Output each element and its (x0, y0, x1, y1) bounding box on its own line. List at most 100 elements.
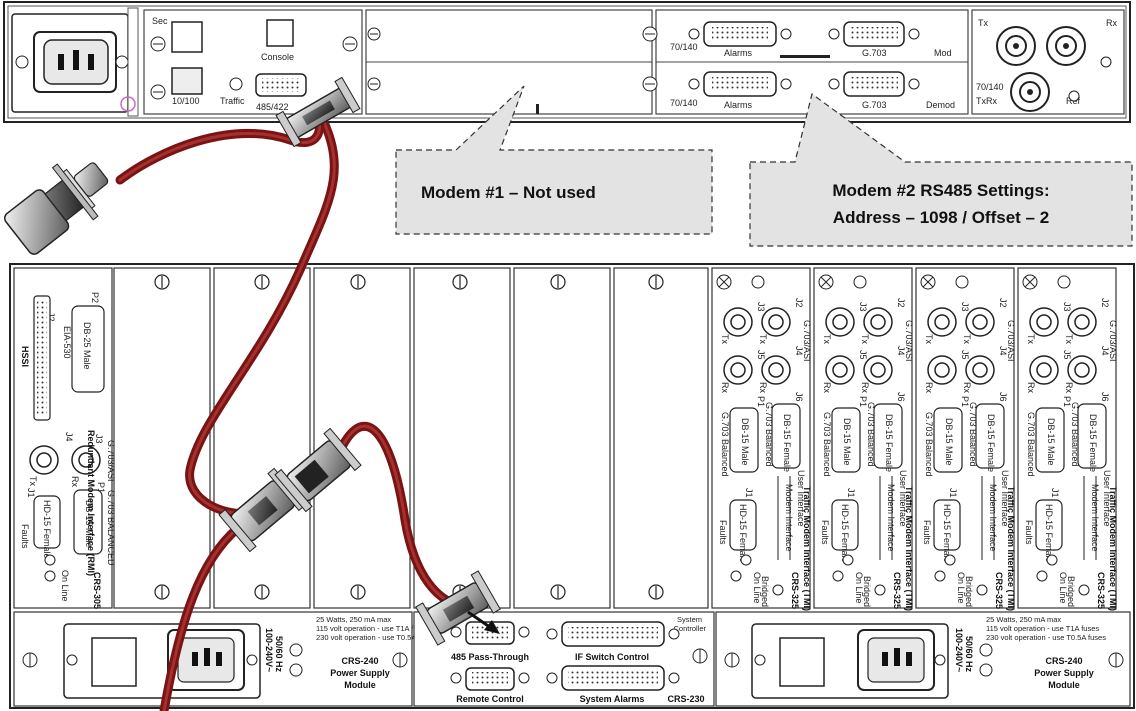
svg-text:G.703 Balanced: G.703 Balanced (822, 412, 832, 477)
svg-text:Faults: Faults (820, 520, 830, 545)
psu-left: 100-240V~ 50/60 Hz 25 Watts, 250 mA max … (14, 612, 436, 706)
svg-text:J2: J2 (896, 298, 906, 308)
svg-text:G.703 Balanced: G.703 Balanced (1070, 402, 1080, 467)
svg-text:100-240V~: 100-240V~ (264, 628, 274, 672)
svg-text:DB-15 Female: DB-15 Female (986, 414, 996, 472)
svg-text:On Line: On Line (60, 570, 70, 602)
svg-text:Faults: Faults (20, 524, 30, 549)
callout-modem2-line1: Modem #2 RS485 Settings: (832, 181, 1049, 200)
svg-text:Bridged: Bridged (1066, 576, 1076, 607)
svg-text:J1: J1 (846, 488, 856, 498)
ethernet-port (172, 68, 202, 94)
svg-text:G.703/ASI: G.703/ASI (1006, 320, 1016, 362)
svg-text:Mod: Mod (934, 48, 952, 58)
svg-text:Tx: Tx (962, 334, 972, 344)
svg-text:Rx: Rx (822, 382, 832, 393)
svg-text:25 Watts, 250 mA max: 25 Watts, 250 mA max (986, 615, 1061, 624)
svg-text:Traffic Modem Interface (TMI): Traffic Modem Interface (TMI) (904, 486, 914, 611)
svg-text:Tx: Tx (860, 334, 870, 344)
svg-text:Tx: Tx (1064, 334, 1074, 344)
svg-text:J6: J6 (1100, 392, 1110, 402)
ethernet-label: 10/100 (172, 96, 200, 106)
svg-text:J5: J5 (858, 350, 868, 360)
svg-text:DB-15 Female: DB-15 Female (884, 414, 894, 472)
svg-text:Bridged: Bridged (964, 576, 974, 607)
svg-text:J6: J6 (896, 392, 906, 402)
svg-text:70/140: 70/140 (670, 98, 698, 108)
tmi-card: J3J2J5J4TxTxRxRxG.703/ASIJ6P1DB-15 MaleG… (916, 268, 1016, 611)
modem-rear-panel: Sec Console 10/100 Traffic 485/422 70/14… (4, 2, 1130, 122)
svg-text:System: System (677, 615, 702, 624)
svg-text:HD-15 Female: HD-15 Female (840, 504, 850, 563)
svg-text:G.703 Balanced: G.703 Balanced (764, 402, 774, 467)
svg-text:Traffic Modem Interface (TMI): Traffic Modem Interface (TMI) (1108, 486, 1118, 611)
svg-text:DB-15 Female: DB-15 Female (1088, 414, 1098, 472)
svg-text:Rx: Rx (962, 382, 972, 393)
svg-text:G.703/ASI: G.703/ASI (904, 320, 914, 362)
svg-text:DB-15 Male: DB-15 Male (842, 418, 852, 466)
svg-text:J5: J5 (756, 350, 766, 360)
svg-text:G.703 Balanced: G.703 Balanced (866, 402, 876, 467)
svg-text:J1: J1 (1050, 488, 1060, 498)
svg-text:J1: J1 (948, 488, 958, 498)
system-controller: System Controller 485 Pass-Through Remot… (414, 612, 714, 706)
svg-text:Bridged: Bridged (760, 576, 770, 607)
psu-left-switch (92, 638, 136, 686)
psu-right-switch (780, 638, 824, 686)
svg-text:TxRx: TxRx (976, 96, 997, 106)
svg-text:J6: J6 (998, 392, 1008, 402)
svg-text:G.703 Balanced: G.703 Balanced (968, 402, 978, 467)
svg-text:HD-15 Female: HD-15 Female (1044, 504, 1054, 563)
svg-text:G.703 Balanced: G.703 Balanced (924, 412, 934, 477)
svg-text:Rx: Rx (860, 382, 870, 393)
svg-text:G.703/ASI: G.703/ASI (1108, 320, 1118, 362)
svg-text:J3: J3 (756, 302, 766, 312)
svg-text:Faults: Faults (922, 520, 932, 545)
svg-text:Power Supply: Power Supply (330, 668, 390, 678)
svg-text:Rx: Rx (720, 382, 730, 393)
svg-text:Tx: Tx (822, 334, 832, 344)
svg-text:Rx: Rx (1064, 382, 1074, 393)
svg-text:CRS-305: CRS-305 (92, 572, 102, 609)
svg-text:Power Supply: Power Supply (1034, 668, 1094, 678)
svg-text:Rx: Rx (70, 476, 80, 487)
svg-text:G.703: G.703 (862, 48, 887, 58)
svg-text:70/140: 70/140 (670, 42, 698, 52)
svg-text:Traffic Modem Interface (TMI): Traffic Modem Interface (TMI) (802, 486, 812, 611)
svg-text:Demod: Demod (926, 100, 955, 110)
svg-text:115 volt operation - use T1A f: 115 volt operation - use T1A fuses (316, 624, 429, 633)
svg-text:115 volt operation - use T1A f: 115 volt operation - use T1A fuses (986, 624, 1099, 633)
svg-text:Faults: Faults (1024, 520, 1034, 545)
tmi-model-label: CRS-325 (892, 572, 902, 609)
tmi-model-label: CRS-325 (994, 572, 1004, 609)
svg-text:50/60 Hz: 50/60 Hz (964, 636, 974, 673)
svg-text:HD-15 Female: HD-15 Female (942, 504, 952, 563)
svg-text:G.703: G.703 (862, 100, 887, 110)
svg-text:Bridged: Bridged (862, 576, 872, 607)
svg-text:G.703 Balanced: G.703 Balanced (720, 412, 730, 477)
svg-text:DB-15 Male: DB-15 Male (1046, 418, 1056, 466)
rs485-label: 485/422 (256, 102, 289, 112)
svg-text:J3: J3 (960, 302, 970, 312)
svg-text:DB-15 Male: DB-15 Male (740, 418, 750, 466)
svg-text:DB-15 Male: DB-15 Male (944, 418, 954, 466)
svg-text:25 Watts, 250 mA max: 25 Watts, 250 mA max (316, 615, 391, 624)
svg-text:J4: J4 (64, 432, 74, 442)
svg-text:J3: J3 (1062, 302, 1072, 312)
svg-text:Traffic Modem Interface (TMI): Traffic Modem Interface (TMI) (1006, 486, 1016, 611)
svg-text:EIA-530: EIA-530 (62, 326, 72, 359)
tmi-model-label: CRS-325 (1096, 572, 1106, 609)
svg-text:Tx: Tx (720, 334, 730, 344)
svg-text:485 Pass-Through: 485 Pass-Through (451, 652, 529, 662)
svg-text:System Alarms: System Alarms (580, 694, 645, 704)
rmi-card: J2 P2 HSSI DB-25 Male EIA-530 J3 J4 G.70… (14, 268, 116, 609)
svg-text:IF Switch Control: IF Switch Control (575, 652, 649, 662)
psu-right: 100-240V~ 50/60 Hz 25 Watts, 250 mA max … (716, 612, 1130, 706)
console-label: Console (261, 52, 294, 62)
svg-text:Module: Module (1048, 680, 1080, 690)
svg-text:CRS-240: CRS-240 (1045, 656, 1082, 666)
